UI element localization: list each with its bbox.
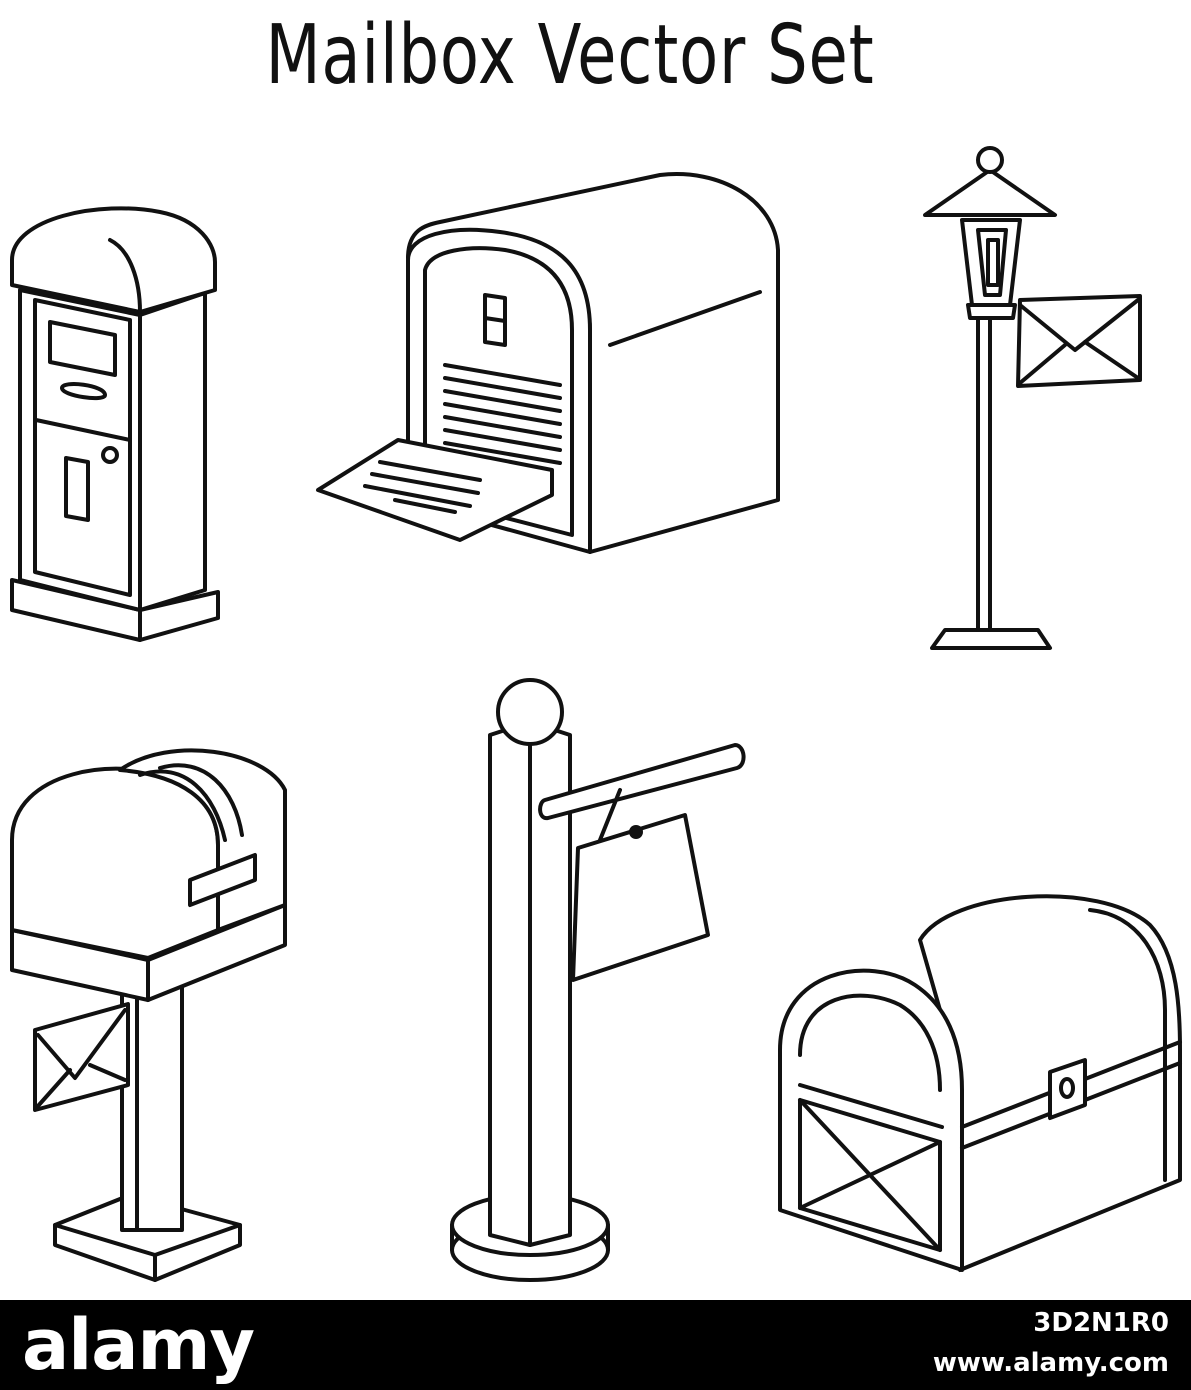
illustration-canvas xyxy=(0,0,1191,1300)
chest-mailbox-icon xyxy=(780,896,1180,1270)
site-url-link[interactable]: www.alamy.com xyxy=(932,1348,1169,1378)
street-lamp-mailbox-icon xyxy=(925,148,1140,648)
page-title: Mailbox Vector Set xyxy=(265,8,875,103)
image-id-text: 3D2N1R0 xyxy=(1033,1308,1169,1338)
pole-with-hanging-sign-icon xyxy=(452,680,744,1280)
post-mounted-mailbox-icon xyxy=(12,750,285,1280)
open-box-mailbox-with-letter-icon xyxy=(318,174,778,552)
footer-bar xyxy=(0,1300,1191,1390)
postal-kiosk-mailbox-icon xyxy=(12,208,218,640)
alamy-logo[interactable]: alamy xyxy=(22,1304,255,1386)
